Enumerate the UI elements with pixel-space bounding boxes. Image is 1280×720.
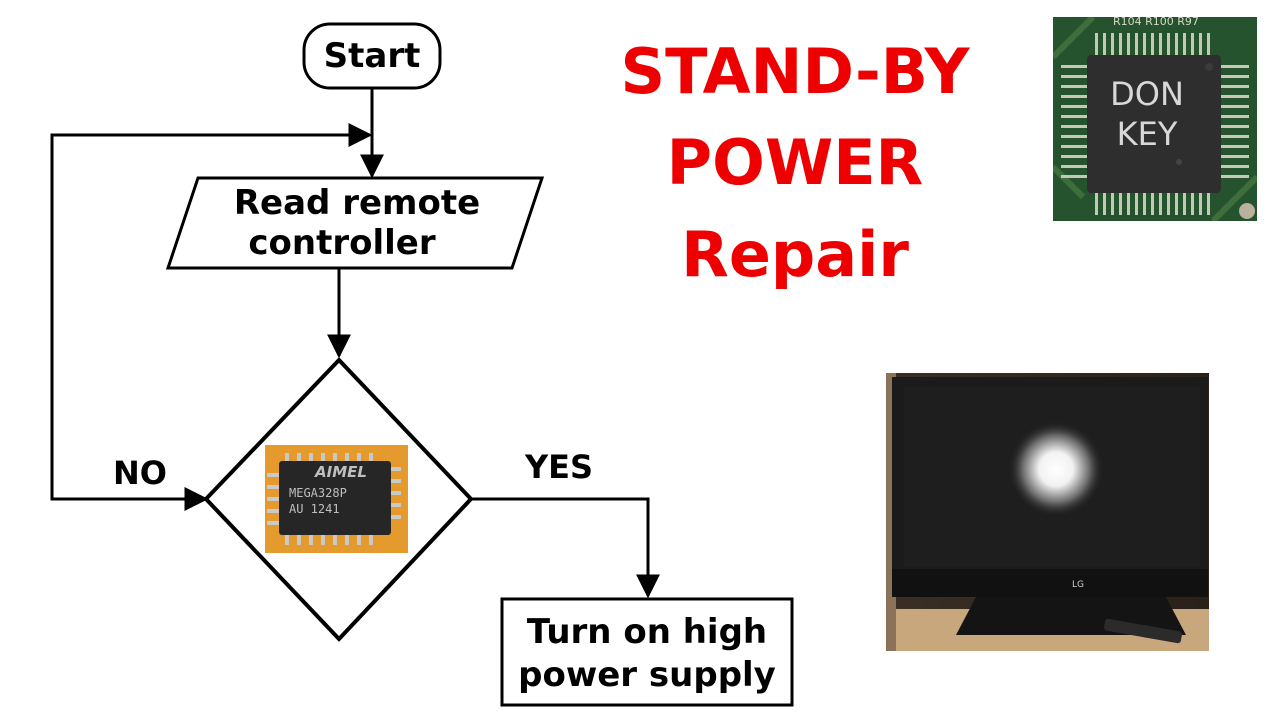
screen-light-spot [1008, 421, 1104, 517]
tv-brand: LG [1072, 580, 1084, 590]
turn-on-label-line2: power supply [518, 655, 776, 695]
yes-label: YES [524, 448, 593, 486]
atmel-mcu-photo: AIMEL MEGA328P AU 1241 [265, 445, 408, 553]
read-remote-label-line2: controller [248, 223, 435, 263]
turn-on-label-line1: Turn on high [527, 612, 767, 652]
pcb-silkscreen: R104 R100 R97 [1113, 17, 1199, 28]
mcu-date-code: AU 1241 [289, 502, 340, 516]
title-line2: POWER [666, 126, 924, 199]
mcu-brand: AIMEL [314, 463, 367, 481]
arrow-no-loop [50, 123, 373, 511]
chip-label-line2: KEY [1117, 115, 1178, 153]
no-label: NO [113, 454, 167, 492]
mcu-part-number: MEGA328P [289, 486, 347, 500]
remote-control [1104, 618, 1182, 644]
title-line3: Repair [681, 218, 909, 291]
turn-on-power-box [500, 597, 794, 707]
chip-label-line1: DON [1110, 75, 1184, 113]
lg-tv-photo: LG [886, 373, 1209, 651]
read-remote-label-line1: Read remote [234, 183, 480, 223]
start-label: Start [324, 36, 421, 76]
donkey-chip-photo: R104 R100 R97 DON KE [1053, 17, 1257, 221]
arrow-yes-path [471, 497, 660, 599]
title-line1: STAND-BY [620, 35, 970, 108]
